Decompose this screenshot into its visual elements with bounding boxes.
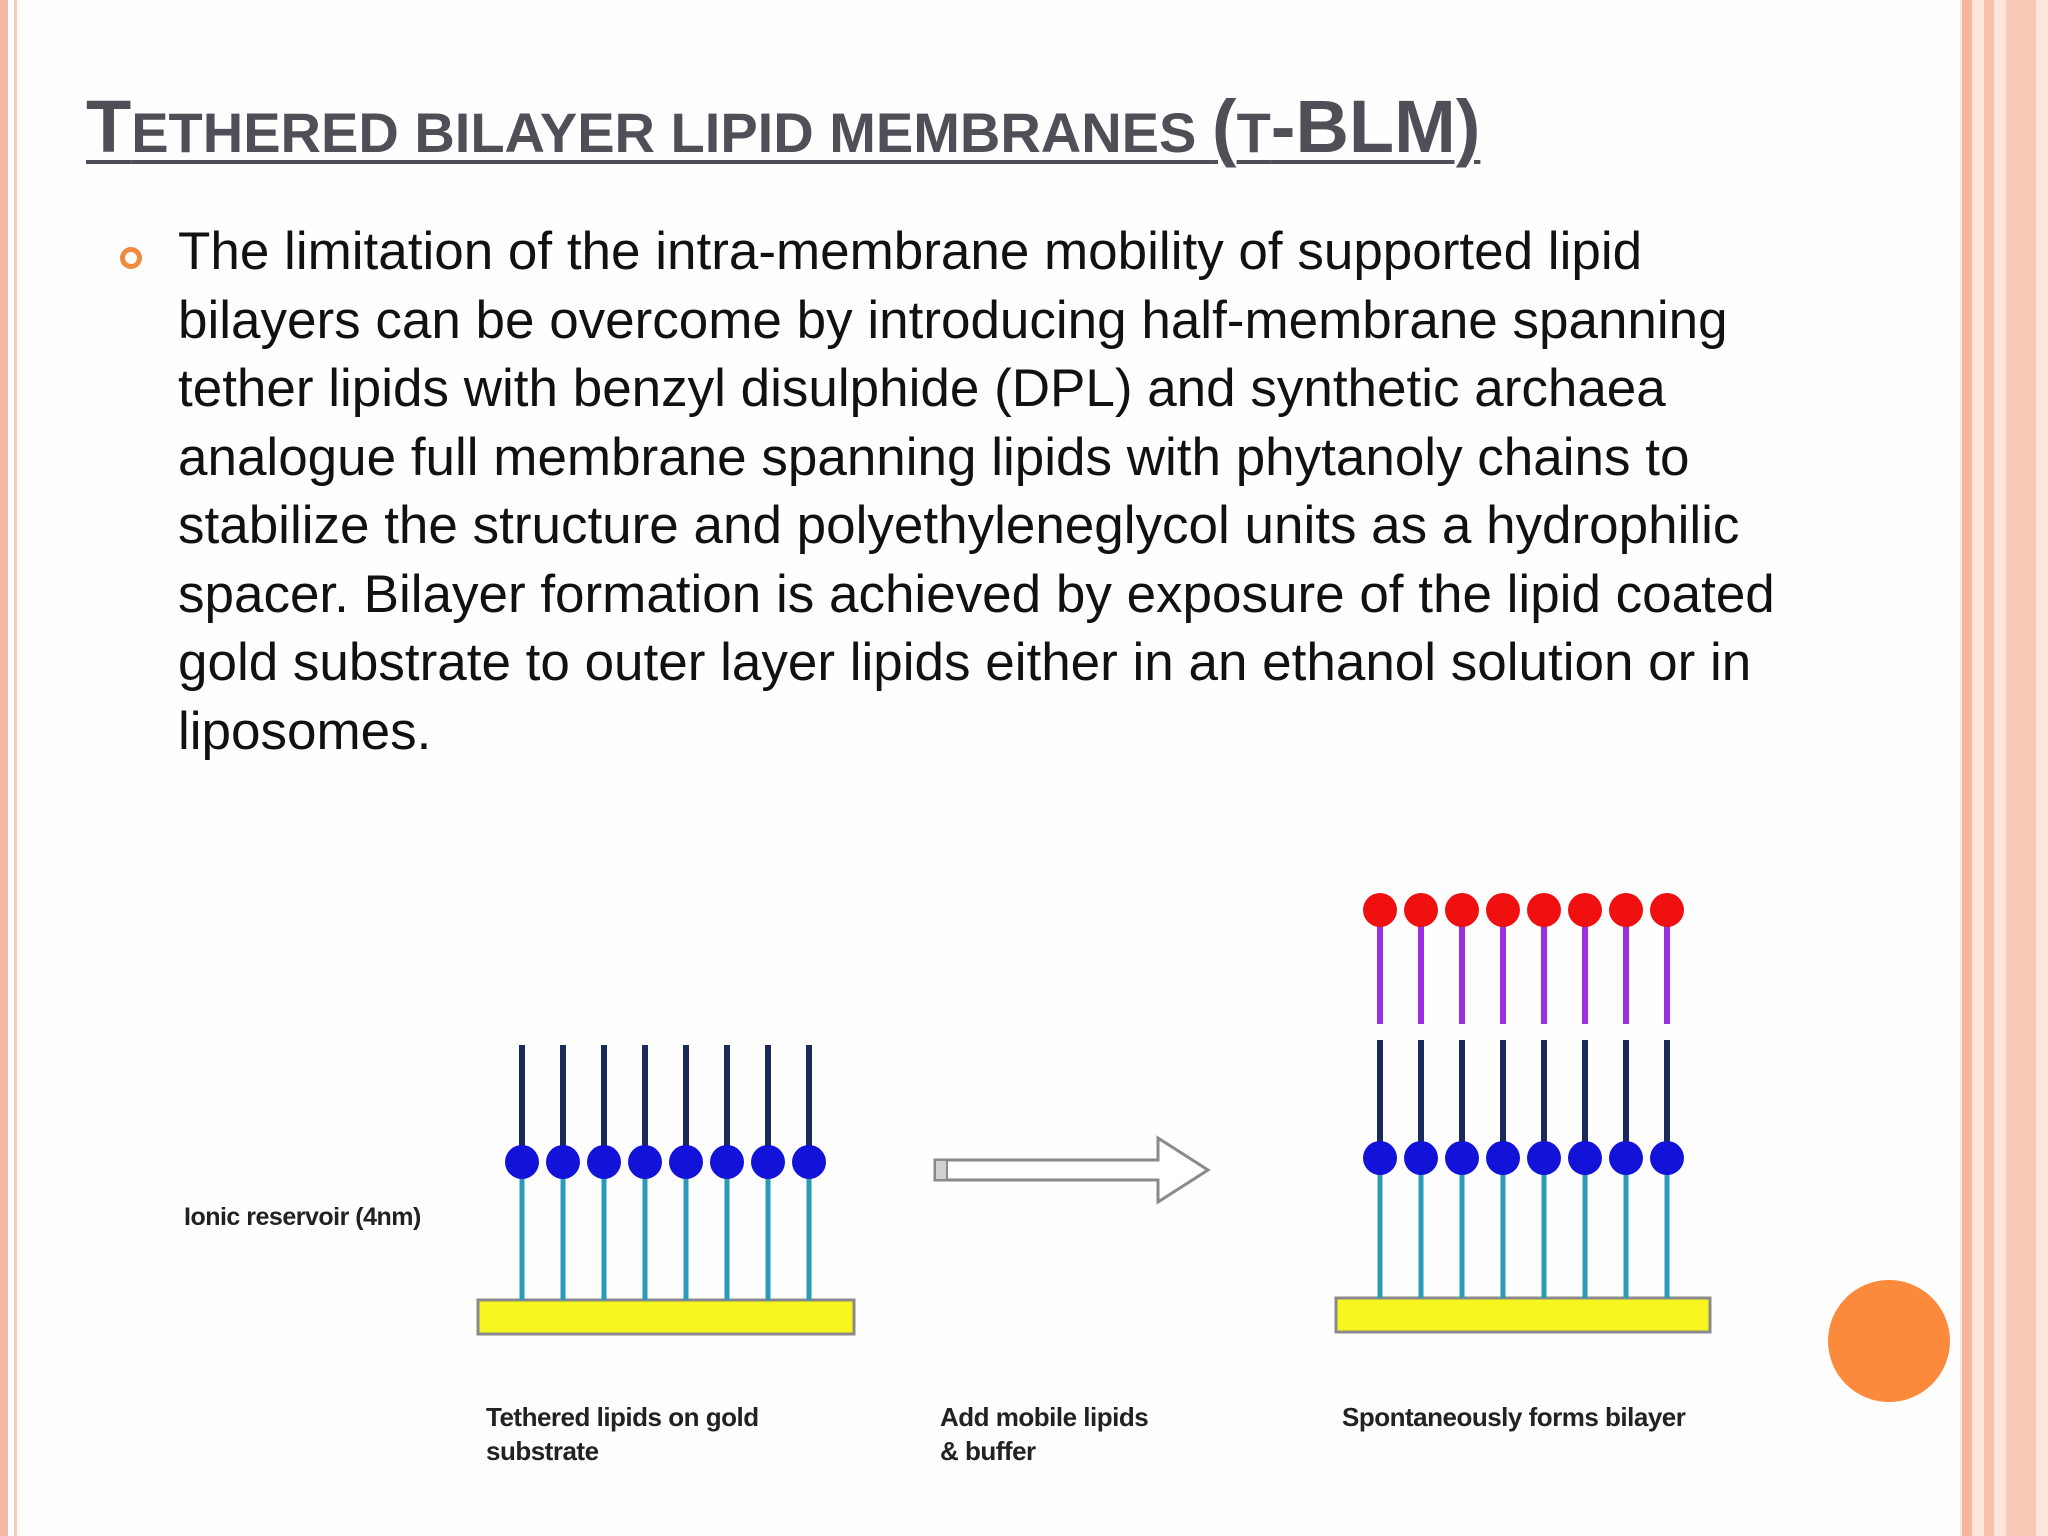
inner-lipid-head <box>1568 1141 1602 1175</box>
inner-lipid-head <box>1609 1141 1643 1175</box>
left-border-line <box>14 0 17 1536</box>
gold-substrate-left <box>476 1298 856 1336</box>
caption-add-mobile-lipids: Add mobile lipids & buffer <box>940 1402 1149 1466</box>
inner-lipid-head <box>1363 1141 1397 1175</box>
right-border-stripe-2 <box>1984 0 1994 1536</box>
bilayer-lipids-right <box>1363 893 1684 1298</box>
lipid-head <box>587 1145 621 1179</box>
outer-lipid-head <box>1363 893 1397 927</box>
lipid-head <box>505 1145 539 1179</box>
left-border-stripe <box>0 0 8 1536</box>
outer-lipid-head <box>1650 893 1684 927</box>
gold-substrate-right <box>1334 1296 1712 1334</box>
outer-lipid-head <box>1445 893 1479 927</box>
right-border-stripe-1 <box>1962 0 1972 1536</box>
tethered-lipids-left <box>505 1045 826 1300</box>
outer-lipid-head <box>1404 893 1438 927</box>
decorative-orange-circle <box>1828 1280 1950 1402</box>
inner-lipid-head <box>1445 1141 1479 1175</box>
inner-lipid-head <box>1527 1141 1561 1175</box>
bullet-paragraph: The limitation of the intra-membrane mob… <box>178 222 1775 761</box>
caption-tethered-lipids: Tethered lipids on gold substrate <box>486 1402 759 1466</box>
right-border-stripe-3 <box>2006 0 2036 1536</box>
title-smallcaps: ETHERED BILAYER LIPID MEMBRANES <box>131 101 1212 164</box>
inner-lipid-head <box>1650 1141 1684 1175</box>
caption-spontaneous-bilayer: Spontaneously forms bilayer <box>1342 1402 1686 1432</box>
lipid-head <box>546 1145 580 1179</box>
ionic-reservoir-label: Ionic reservoir (4nm) <box>184 1203 421 1231</box>
lipid-head <box>751 1145 785 1179</box>
inner-lipid-head <box>1404 1141 1438 1175</box>
lipid-head <box>710 1145 744 1179</box>
inner-lipid-head <box>1486 1141 1520 1175</box>
outer-lipid-head <box>1486 893 1520 927</box>
process-arrow-icon <box>933 1135 1211 1205</box>
title-blm: -BLM) <box>1270 85 1481 168</box>
lipid-head <box>628 1145 662 1179</box>
lipid-head <box>792 1145 826 1179</box>
lipid-head <box>669 1145 703 1179</box>
title-paren-open: ( <box>1211 85 1237 168</box>
title-t-smallcaps: T <box>1236 101 1271 164</box>
outer-lipid-head <box>1568 893 1602 927</box>
slide-title: TETHERED BILAYER LIPID MEMBRANES (T-BLM) <box>86 84 1786 169</box>
outer-lipid-head <box>1527 893 1561 927</box>
outer-lipid-head <box>1609 893 1643 927</box>
bullet-circle-icon <box>120 247 142 269</box>
title-initial: T <box>86 85 132 168</box>
